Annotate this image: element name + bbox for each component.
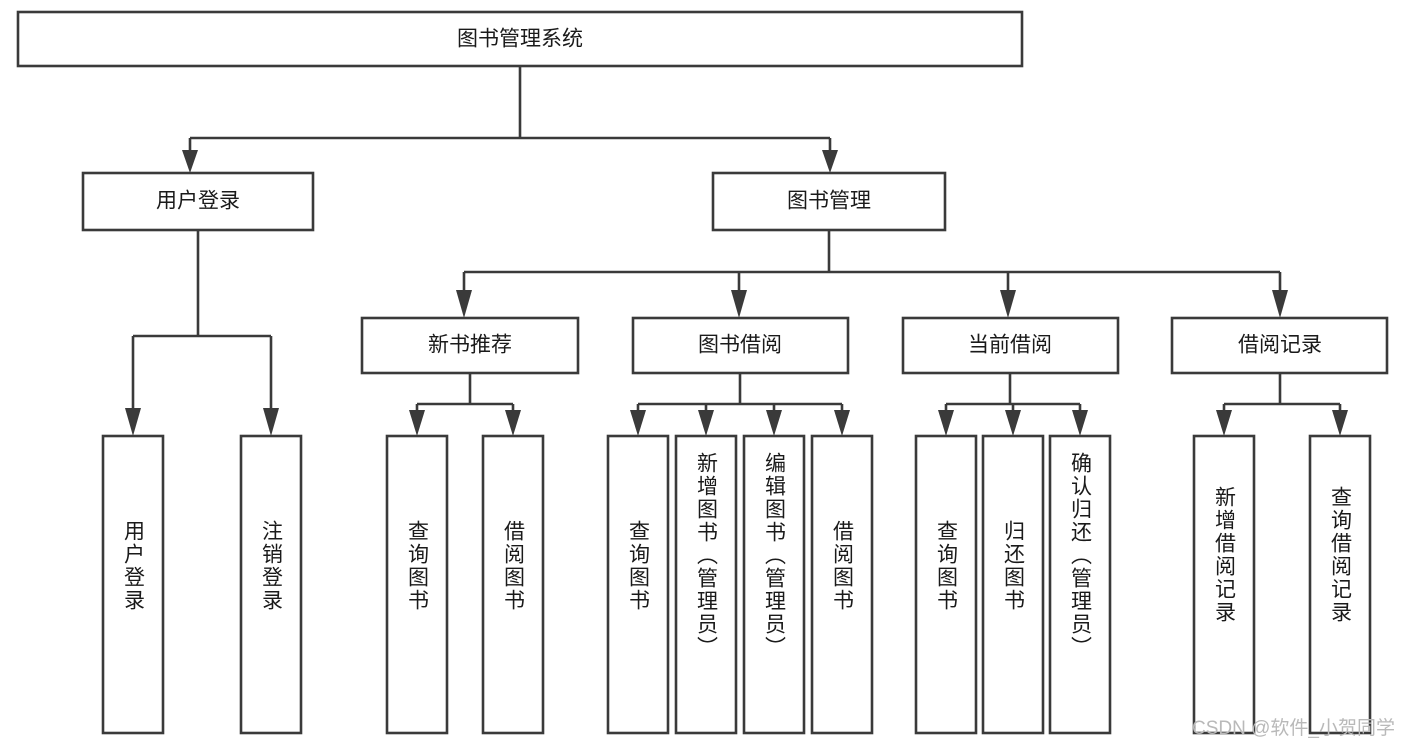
node-leaf-user-login[interactable]: 用户登录 — [101, 434, 165, 735]
node-leaf-borrow-book-2-box[interactable] — [810, 434, 874, 735]
node-borrow-record-box[interactable] — [1170, 316, 1389, 375]
node-leaf-add-borrow-record-box[interactable] — [1192, 434, 1256, 735]
node-leaf-query-borrow-record-label: 查询借阅记录 — [1329, 486, 1353, 624]
node-leaf-query-borrow-record[interactable]: 查询借阅记录 — [1308, 434, 1372, 735]
node-leaf-query-book-2-label: 查询图书 — [627, 520, 651, 612]
node-leaf-return-book-box[interactable] — [981, 434, 1045, 735]
node-leaf-add-borrow-record-label: 新增借阅记录 — [1213, 486, 1237, 624]
node-leaf-borrow-book-1[interactable]: 借阅图书 — [481, 434, 545, 735]
node-borrow-record-label: 借阅记录 — [1238, 334, 1322, 357]
node-leaf-confirm-return-label: 确认归还（管理员） — [1069, 452, 1093, 659]
node-book-management-label: 图书管理 — [787, 190, 871, 213]
node-user-login[interactable]: 用户登录 — [81, 171, 315, 232]
node-book-borrow[interactable]: 图书借阅 — [631, 316, 850, 375]
node-leaf-edit-book[interactable]: 编辑图书（管理员） — [742, 434, 806, 735]
node-book-borrow-label: 图书借阅 — [698, 334, 782, 357]
arrowhead-leaf-query-book-1 — [409, 410, 425, 436]
node-leaf-borrow-book-1-box[interactable] — [481, 434, 545, 735]
connector-layer — [125, 66, 1348, 436]
arrowhead-leaf-query-borrow-record — [1332, 410, 1348, 436]
arrowhead-leaf-user-logout — [263, 408, 279, 436]
arrowhead-leaf-edit-book — [766, 410, 782, 436]
node-leaf-user-logout-label: 注销登录 — [260, 520, 284, 612]
node-leaf-return-book[interactable]: 归还图书 — [981, 434, 1045, 735]
arrowhead-book-management — [822, 150, 838, 173]
node-root[interactable]: 图书管理系统 — [16, 10, 1024, 68]
arrowhead-borrow-record — [1272, 290, 1288, 318]
node-leaf-add-book-box[interactable] — [674, 434, 738, 735]
node-leaf-borrow-book-1-label: 借阅图书 — [502, 520, 526, 612]
node-leaf-query-book-1-label: 查询图书 — [406, 520, 430, 612]
node-new-book-recommend[interactable]: 新书推荐 — [360, 316, 580, 375]
node-new-book-recommend-label: 新书推荐 — [428, 334, 512, 357]
arrowhead-leaf-add-book — [698, 410, 714, 436]
arrowhead-leaf-query-book-2 — [630, 410, 646, 436]
node-book-management[interactable]: 图书管理 — [711, 171, 947, 232]
csdn-watermark: CSDN @软件_小贺同学 — [1192, 718, 1395, 739]
node-leaf-confirm-return[interactable]: 确认归还（管理员） — [1048, 434, 1112, 735]
arrowhead-book-borrow — [731, 290, 747, 318]
node-root-label: 图书管理系统 — [457, 28, 583, 51]
arrowhead-current-borrow — [1000, 290, 1016, 318]
node-leaf-query-borrow-record-box[interactable] — [1308, 434, 1372, 735]
arrowhead-leaf-borrow-book-1 — [505, 410, 521, 436]
arrowhead-leaf-return-book — [1005, 410, 1021, 436]
node-current-borrow[interactable]: 当前借阅 — [901, 316, 1120, 375]
node-leaf-query-book-3-label: 查询图书 — [935, 520, 959, 612]
node-root-box[interactable] — [16, 10, 1024, 68]
node-leaf-borrow-book-2[interactable]: 借阅图书 — [810, 434, 874, 735]
arrowhead-leaf-add-borrow-record — [1216, 410, 1232, 436]
node-new-book-recommend-box[interactable] — [360, 316, 580, 375]
node-leaf-user-logout-box[interactable] — [239, 434, 303, 735]
node-leaf-edit-book-box[interactable] — [742, 434, 806, 735]
arrowhead-leaf-query-book-3 — [938, 410, 954, 436]
node-leaf-query-book-1[interactable]: 查询图书 — [385, 434, 449, 735]
node-user-login-box[interactable] — [81, 171, 315, 232]
node-leaf-query-book-2[interactable]: 查询图书 — [606, 434, 670, 735]
node-leaf-borrow-book-2-label: 借阅图书 — [831, 520, 855, 612]
node-leaf-query-book-1-box[interactable] — [385, 434, 449, 735]
node-user-login-label: 用户登录 — [156, 190, 240, 213]
node-current-borrow-label: 当前借阅 — [968, 334, 1052, 357]
arrowhead-leaf-borrow-book-2 — [834, 410, 850, 436]
node-leaf-add-book[interactable]: 新增图书（管理员） — [674, 434, 738, 735]
node-leaf-query-book-2-box[interactable] — [606, 434, 670, 735]
node-current-borrow-box[interactable] — [901, 316, 1120, 375]
node-borrow-record[interactable]: 借阅记录 — [1170, 316, 1389, 375]
node-leaf-return-book-label: 归还图书 — [1002, 520, 1026, 612]
node-leaf-add-book-label: 新增图书（管理员） — [695, 452, 719, 659]
node-book-management-box[interactable] — [711, 171, 947, 232]
node-leaf-edit-book-label: 编辑图书（管理员） — [763, 452, 787, 659]
node-leaf-confirm-return-box[interactable] — [1048, 434, 1112, 735]
node-leaf-add-borrow-record[interactable]: 新增借阅记录 — [1192, 434, 1256, 735]
node-leaf-user-login-box[interactable] — [101, 434, 165, 735]
arrowhead-leaf-confirm-return — [1072, 410, 1088, 436]
node-leaf-query-book-3-box[interactable] — [914, 434, 978, 735]
node-leaf-user-logout[interactable]: 注销登录 — [239, 434, 303, 735]
arrowhead-user-login — [182, 150, 198, 173]
node-book-borrow-box[interactable] — [631, 316, 850, 375]
node-leaf-user-login-label: 用户登录 — [122, 520, 146, 612]
node-leaf-query-book-3[interactable]: 查询图书 — [914, 434, 978, 735]
arrowhead-new-book-recommend — [456, 290, 472, 318]
arrowhead-leaf-user-login — [125, 408, 141, 436]
